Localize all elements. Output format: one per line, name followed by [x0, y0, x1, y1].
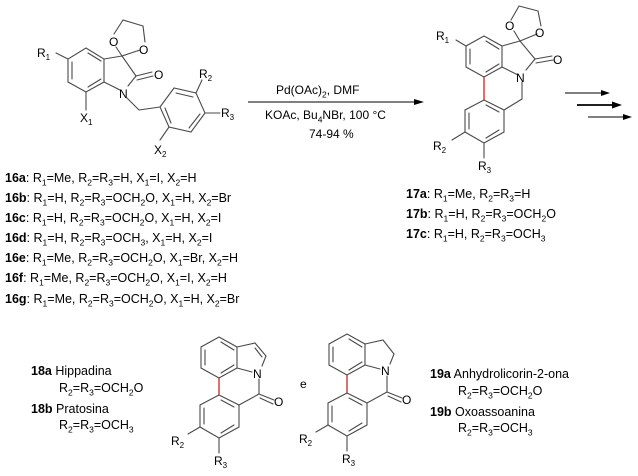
product-name-row: 19b Oxoassoanina	[430, 404, 535, 419]
atom-r3: R3	[478, 159, 492, 175]
compound-16-structure: O O O N R1 X1 R2 R3 X2	[37, 19, 235, 159]
variant-row: 16g: R1=Me, R2=R3=OCH2O, X1=H, X2=Br	[5, 291, 240, 309]
product-name-row: 19a Anhydrolicorin-2-ona	[430, 367, 569, 381]
multistep-arrows	[565, 90, 632, 120]
compound-id: 16g	[5, 291, 27, 306]
product-subst-row: R2=R3=OCH2O	[458, 383, 543, 401]
variant-row: 16c: R1=H, R2=R3=OCH2O, X1=H, X2=I	[5, 211, 222, 228]
atom-n: N	[516, 71, 525, 85]
compound-id: 16c	[5, 211, 26, 226]
product-name-row: 18b Pratosina	[31, 401, 109, 416]
compound-id: 17b	[406, 207, 428, 222]
product-subst-row: R2=R3=OCH2O	[59, 380, 144, 398]
variant-row: 17c: R1=H, R2=R3=OCH3	[406, 227, 546, 244]
compound-id: 17a	[406, 187, 427, 201]
reagents-above-arrow: Pd(OAc)2, DMF	[276, 83, 360, 100]
atom-o-carbonyl: O	[154, 68, 163, 82]
atom-r2: R2	[299, 432, 313, 448]
atom-r3: R3	[221, 106, 235, 122]
compound-16-variant-list: 16a: R1=Me, R2=R3=H, X1=I, X2=H 16b: R1=…	[5, 171, 239, 312]
variant-row: 17a: R1=Me, R2=R3=H	[406, 187, 531, 204]
variant-row: 16a: R1=Me, R2=R3=H, X1=I, X2=H	[5, 171, 197, 188]
atom-x1: X1	[80, 111, 93, 127]
atom-r2: R2	[199, 67, 213, 83]
compound-id: 16b	[5, 191, 27, 206]
atom-r1: R1	[37, 46, 51, 62]
compound-17-structure: O O O N R1 R2 R3	[433, 5, 562, 175]
variant-row: 16b: R1=H, R2=R3=OCH2O, X1=H, X2=Br	[5, 191, 232, 208]
atom-x2: X2	[154, 143, 167, 159]
atom-n: N	[381, 364, 390, 378]
compound-17-variant-list: 17a: R1=Me, R2=R3=H 17b: R1=H, R2=R3=OCH…	[406, 187, 556, 247]
compound-id: 16e	[5, 251, 26, 266]
atom-o-carbonyl: O	[402, 393, 411, 407]
product-subst-row: R2=R3=OCH3	[59, 418, 134, 435]
compound-id: 16f	[5, 271, 24, 286]
reaction-yield: 74-94 %	[309, 127, 354, 141]
compound-id: 18a	[31, 364, 52, 378]
compound-id: 19b	[430, 404, 452, 419]
atom-o-carbonyl: O	[274, 395, 283, 409]
atom-r2: R2	[433, 139, 447, 155]
atom-r3: R3	[214, 454, 228, 470]
compound-id: 18b	[31, 401, 53, 416]
compound-19-structure: N O R2 R3	[299, 333, 411, 468]
compound-id: 16d	[5, 231, 27, 246]
compound-id: 19a	[430, 367, 451, 381]
variant-row: 17b: R1=H, R2=R3=OCH2O	[406, 207, 556, 224]
atom-n: N	[119, 87, 128, 101]
atom-o-ring-1: O	[109, 35, 118, 49]
product-name-row: 18a Hippadina	[31, 364, 112, 378]
variant-row: 16e: R1=Me, R2=R3=OCH2O, X1=Br, X2=H	[5, 251, 239, 268]
atom-r3: R3	[342, 452, 356, 468]
compound-id: 17c	[406, 227, 427, 242]
variant-row: 16d: R1=H, R2=R3=OCH3, X1=H, X2=I	[5, 231, 213, 248]
atom-n: N	[253, 367, 262, 381]
natural-products-18-list: 18a Hippadina R2=R3=OCH2O 18b Pratosina …	[31, 363, 143, 438]
atom-r1: R1	[436, 29, 450, 45]
compound-id: 16a	[5, 171, 26, 185]
product-subst-row: R2=R3=OCH3	[458, 421, 533, 438]
atom-o-ring-1: O	[505, 19, 514, 33]
atom-o-ring-2: O	[139, 43, 148, 57]
atom-r2: R2	[171, 434, 185, 450]
atom-o-ring-2: O	[535, 26, 544, 40]
connector-e: e	[300, 377, 307, 391]
reaction-arrow	[248, 99, 424, 105]
variant-row: 16f: R1=Me, R2=R3=OCH2O, X1=I, X2=H	[5, 271, 227, 288]
conditions-below-arrow: KOAc, Bu4NBr, 100 °C	[265, 108, 386, 125]
compound-18-structure: N O R2 R3	[171, 336, 283, 470]
natural-products-19-list: 19a Anhydrolicorin-2-ona R2=R3=OCH2O 19b…	[430, 366, 569, 441]
atom-o-carbonyl: O	[553, 53, 562, 67]
